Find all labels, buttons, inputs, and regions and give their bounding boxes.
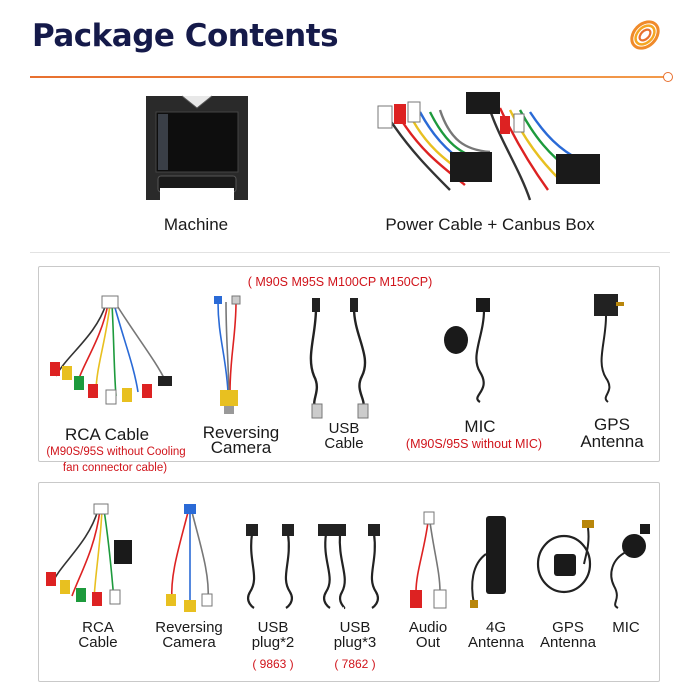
audio-out-label-2: Out	[415, 634, 441, 651]
reversing-camera-2-label-2: Camera	[162, 634, 216, 651]
brand-logo-icon	[630, 20, 660, 50]
rca-cable-note-1: (M90S/95S without Cooling	[46, 446, 186, 458]
power-cable-canbus-image	[377, 92, 600, 201]
usb-plug-3-label-1: USB	[339, 619, 371, 636]
accessory-box-2	[38, 482, 660, 682]
rca-cable-2-image	[46, 503, 132, 606]
header-divider-end	[663, 72, 673, 82]
mic-image	[444, 298, 490, 403]
usb-cable-label-1: USB	[328, 420, 360, 437]
rca-cable-image	[50, 295, 172, 405]
rca-cable-note-2: fan connector cable)	[62, 462, 168, 474]
gps-antenna-image	[594, 294, 624, 403]
usb-cable-image	[309, 298, 369, 419]
power-cable-label: Power Cable + Canbus Box	[385, 215, 595, 234]
rca-cable-2-label-1: RCA	[82, 619, 114, 636]
gps-antenna-label-2: Antenna	[580, 432, 644, 451]
usb-plug-3-label-2: plug*3	[333, 634, 377, 651]
mic-2-image	[610, 524, 650, 609]
reversing-camera-cable-image	[214, 295, 241, 414]
section-divider	[30, 252, 670, 253]
header-divider	[30, 76, 666, 78]
reversing-camera-label-1: Reversing	[202, 423, 280, 442]
antenna-4g-label-1: 4G	[485, 619, 506, 636]
reversing-camera-label-2: Camera	[210, 438, 272, 457]
gps-antenna-label-1: GPS	[594, 415, 630, 434]
audio-out-image	[410, 511, 447, 609]
gps-antenna-2-label-2: Antenna	[540, 634, 596, 651]
reversing-camera-2-label-1: Reversing	[155, 619, 223, 636]
usb-plug-3-note: ( 7862 )	[334, 657, 376, 671]
mic-label: MIC	[464, 417, 496, 436]
usb-plug-2-note: ( 9863 )	[252, 657, 294, 671]
antenna-4g-label-2: Antenna	[468, 634, 524, 651]
accessory-box-1	[38, 266, 660, 462]
usb-plug-2-label-1: USB	[257, 619, 289, 636]
models-note: ( M90S M95S M100CP M150CP)	[247, 275, 433, 289]
usb-cable-label-2: Cable	[324, 435, 364, 452]
usb-plug-2-label-2: plug*2	[251, 634, 295, 651]
usb-plug-3-image	[318, 524, 380, 610]
machine-head-unit-image	[146, 95, 248, 200]
machine-label: Machine	[163, 215, 229, 234]
rca-cable-label: RCA Cable	[64, 425, 150, 444]
mic-2-label: MIC	[612, 619, 640, 636]
rca-cable-2-label-2: Cable	[78, 634, 118, 651]
gps-antenna-2-label-1: GPS	[552, 619, 584, 636]
gps-antenna-2-image	[536, 520, 594, 594]
mic-note: (M90S/95S without MIC)	[405, 437, 543, 451]
usb-plug-2-image	[246, 524, 294, 609]
antenna-4g-image	[470, 516, 506, 608]
audio-out-label-1: Audio	[408, 619, 448, 636]
reversing-camera-2-image	[166, 504, 213, 612]
page-title: Package Contents	[32, 18, 339, 54]
